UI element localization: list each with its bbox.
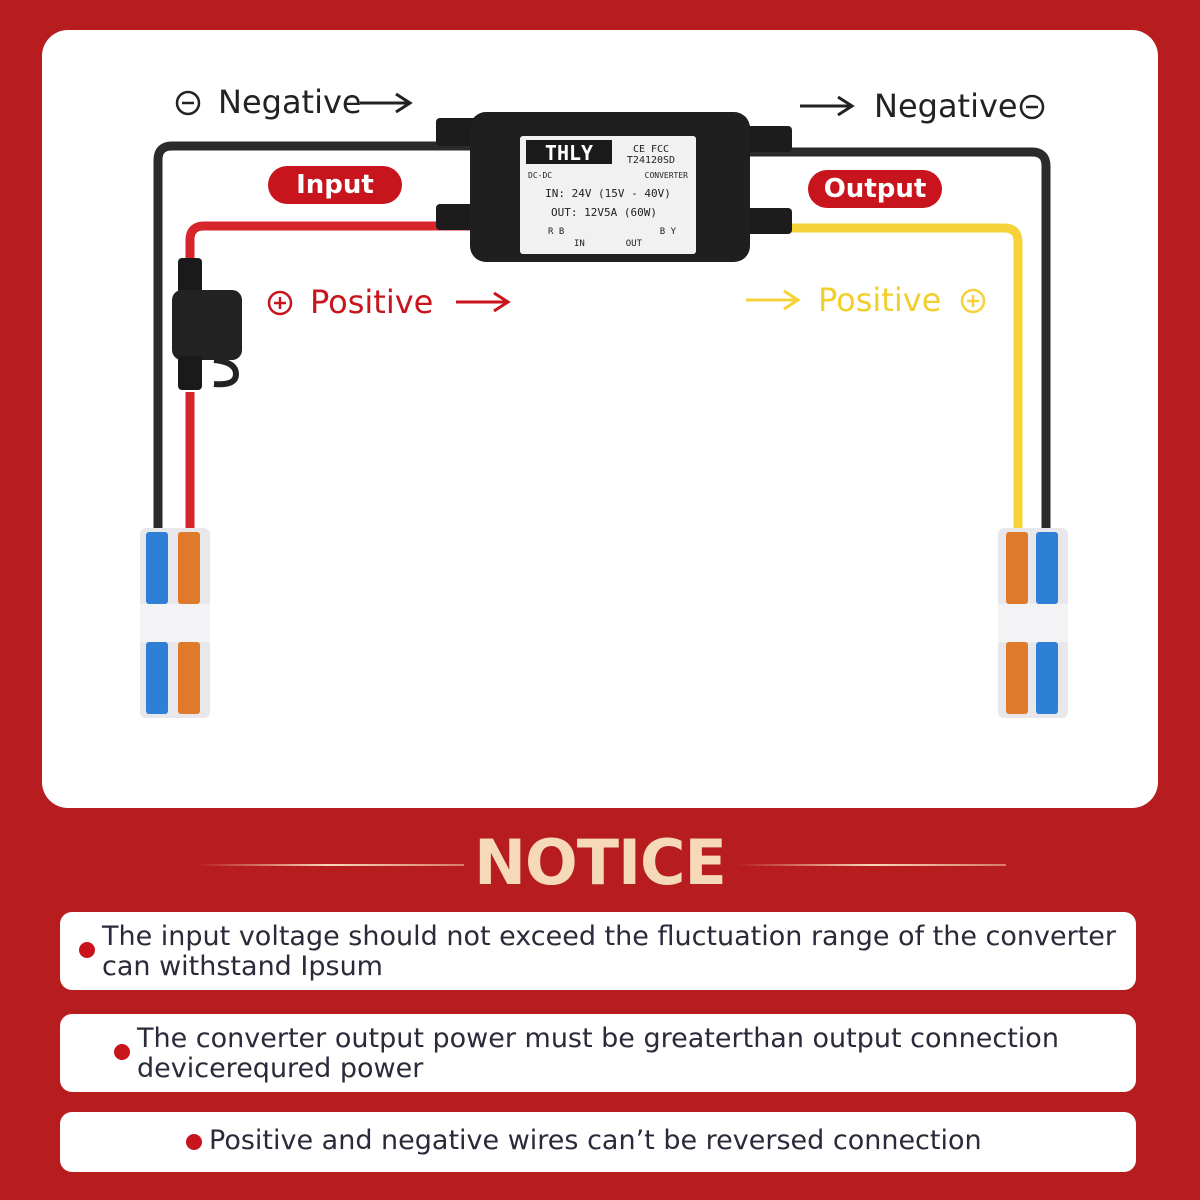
left-connector	[140, 528, 210, 718]
left-positive-wire	[185, 221, 470, 530]
input-badge: Input	[268, 166, 402, 204]
notice-item-text: The converter output power must be great…	[137, 1023, 1059, 1084]
minus-circle-icon	[175, 90, 201, 116]
output-badge: Output	[808, 170, 942, 208]
notice-item-text: The input voltage should not exceed the …	[102, 921, 1117, 982]
minus-circle-icon	[1019, 94, 1045, 120]
converter-out-spec: OUT: 12V5A (60W)	[551, 206, 657, 219]
fuse-holder	[172, 258, 242, 390]
converter-type-left: DC-DC	[528, 171, 552, 180]
notice-rule-right	[736, 864, 1006, 866]
converter-label: THLY CE FCC T24120SD DC-DC CONVERTER IN:…	[528, 141, 688, 249]
arrow-right-icon	[456, 291, 511, 313]
plus-circle-icon	[267, 290, 293, 316]
notice-item-text: Positive and negative wires can’t be rev…	[209, 1125, 982, 1156]
converter-in-mark: IN	[574, 239, 585, 249]
arrow-right-icon	[746, 289, 801, 311]
notice-rule-left	[196, 864, 464, 866]
bullet-icon	[114, 1044, 130, 1060]
converter-cert: CE FCC	[633, 144, 669, 155]
converter-type-right: CONVERTER	[645, 171, 689, 180]
notice-title: NOTICE	[474, 826, 727, 899]
converter-in-spec: IN: 24V (15V - 40V)	[545, 187, 671, 200]
bullet-icon	[186, 1134, 202, 1150]
arrow-right-icon	[360, 92, 413, 114]
converter-brand: THLY	[545, 141, 593, 165]
right-connector	[998, 528, 1068, 718]
notice-item: The input voltage should not exceed the …	[60, 912, 1136, 990]
converter-by: B Y	[660, 227, 677, 237]
converter-out-mark: OUT	[626, 239, 643, 249]
converter-model: T24120SD	[627, 155, 675, 166]
negative-label-left: Negative	[218, 83, 362, 121]
left-negative-wire	[153, 141, 470, 530]
positive-label-left: Positive	[310, 283, 434, 321]
right-negative-wire	[750, 147, 1051, 530]
arrow-right-icon	[800, 95, 855, 117]
notice-item: Positive and negative wires can’t be rev…	[60, 1112, 1136, 1172]
bullet-icon	[79, 942, 95, 958]
negative-label-right: Negative	[874, 87, 1018, 125]
plus-circle-icon	[960, 288, 986, 314]
positive-label-right: Positive	[818, 281, 942, 319]
converter-rb: R B	[548, 227, 564, 237]
converter-module	[436, 112, 792, 262]
right-positive-wire	[750, 223, 1023, 530]
notice-item: The converter output power must be great…	[60, 1014, 1136, 1092]
